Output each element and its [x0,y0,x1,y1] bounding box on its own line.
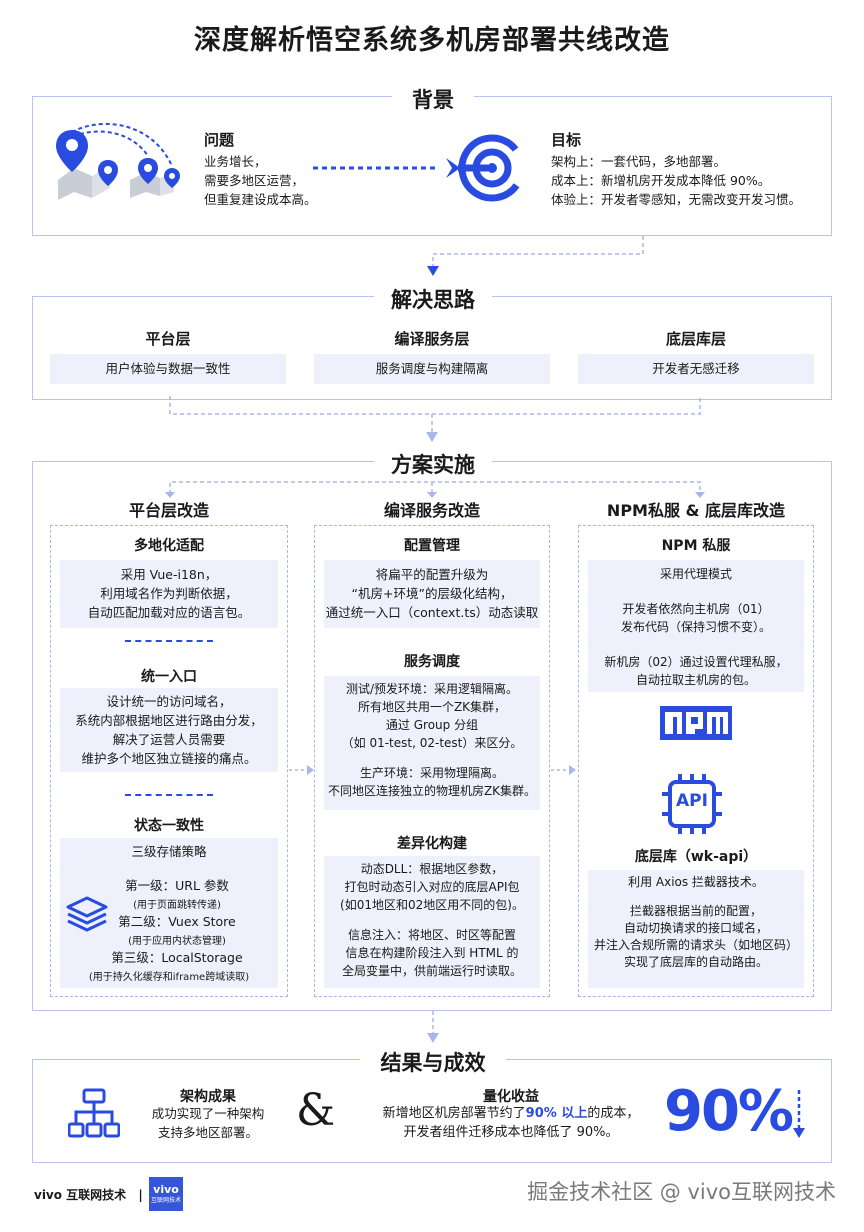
problem-text: 业务增长， 需要多地区运营， 但重复建设成本高。 [204,154,317,207]
layer-desc-lib: 开发者无感迁移 [578,354,814,384]
problem-title: 问题 [204,131,235,149]
col1-s1-title: 多地化适配 [134,538,204,554]
quant-result-text: 新增地区机房部署节约了90% 以上的成本， 开发者组件迁移成本也降低了 90%。 [382,1106,640,1140]
arch-result-text: 成功实现了一种架构 支持多地区部署。 [151,1106,265,1140]
divider [125,640,213,642]
map-pins-icon [56,122,180,200]
col2-title: 编译服务改造 [383,501,480,520]
column-connectors [165,481,705,498]
col1-s2-box: 设计统一的访问域名， 系统内部根据地区进行路由分发， 解决了运营人员需要 维护多… [60,688,278,772]
col2-s3-box: 动态DLL：根据地区参数， 打包时动态引入对应的底层API包 (如01地区和02… [324,856,540,988]
col1-box [50,525,288,997]
col2-s1-box: 将扁平的配置升级为 “机房+环境”的层级化结构， 通过统一入口（context.… [324,560,540,628]
col2-s2-title: 服务调度 [404,654,460,670]
divider [125,794,213,796]
results-heading: 结果与成效 [360,1047,506,1077]
col1-s1-box: 采用 Vue-i18n， 利用域名作为判断依据， 自动匹配加载对应的语言包。 [60,560,278,628]
vivo-logo: vivo 互联网技术 [149,1177,183,1211]
col1-s3-title: 状态一致性 [134,818,204,834]
goal-text: 架构上：一套代码，多地部署。 成本上：新增机房开发成本降低 90%。 体验上：开… [551,154,802,207]
ampersand: & [296,1085,336,1136]
col3-s2-box: 利用 Axios 拦截器技术。 拦截器根据当前的配置， 自动切换请求的接口域名，… [588,870,804,988]
api-chip-label: API [676,791,708,811]
col-arrow-2 [551,765,576,775]
storage-level-1: 第一级：URL 参数 [125,878,229,893]
layer-desc-compile: 服务调度与构建隔离 [314,354,550,384]
col2-s1-title: 配置管理 [404,538,460,554]
goal-title: 目标 [551,131,582,149]
implementation-heading: 方案实施 [374,449,492,479]
col2-box [314,525,550,997]
col1-title: 平台层改造 [128,501,209,520]
col-arrow-1 [289,765,314,775]
flow-connector-3 [427,1011,439,1043]
col3-s1-title: NPM 私服 [661,538,731,554]
storage-level-3-note: (用于持久化缓存和iframe跨域读取) [88,972,250,983]
col3-s1-box: 采用代理模式 开发者依然向主机房（01） 发布代码（保持习惯不变）。 新机房（0… [588,560,804,692]
layer-name-lib: 底层库层 [665,330,726,348]
col2-s3-title: 差异化构建 [397,836,467,852]
col3-box [578,525,814,997]
down-arrow-icon [793,1090,805,1138]
api-chip-icon [662,774,722,834]
layers-stack-icon [66,896,108,932]
storage-level-1-note: (用于页面跳转传递) [133,900,221,911]
col3-title: NPM私服 & 底层库改造 [606,501,786,520]
col3-s2-title: 底层库（wk-api） [634,849,758,865]
storage-level-3: 第三级：LocalStorage [111,950,243,965]
org-chart-icon [68,1088,120,1138]
quant-result-title: 量化收益 [483,1089,539,1105]
background-heading: 背景 [392,84,474,114]
col1-s2-title: 统一入口 [141,669,197,685]
solution-heading: 解决思路 [374,284,492,314]
watermark: 掘金技术社区 @ vivo互联网技术 [527,1180,836,1204]
storage-level-2: 第二级：Vuex Store [118,914,236,929]
page-title: 深度解析悟空系统多机房部署共线改造 [194,25,670,56]
layer-desc-platform: 用户体验与数据一致性 [50,354,286,384]
connector-dashes [313,166,435,170]
arch-result-title: 架构成果 [180,1089,236,1105]
footer-brand: vivo 互联网技术 | [34,1188,143,1202]
layer-name-compile: 编译服务层 [394,330,470,348]
flow-connector-2 [169,396,701,442]
col1-s3-intro: 三级存储策略 [131,844,207,859]
background-panel [32,96,832,236]
target-icon [446,134,524,202]
col2-s2-box: 测试/预发环境：采用逻辑隔离。 所有地区共用一个ZK集群， 通过 Group 分… [324,676,540,810]
layer-name-platform: 平台层 [145,330,191,348]
flow-connector-1 [427,236,644,276]
storage-level-2-note: (用于应用内状态管理) [128,936,226,947]
big-percentage: 90% [664,1079,794,1144]
npm-logo-icon [660,706,732,740]
